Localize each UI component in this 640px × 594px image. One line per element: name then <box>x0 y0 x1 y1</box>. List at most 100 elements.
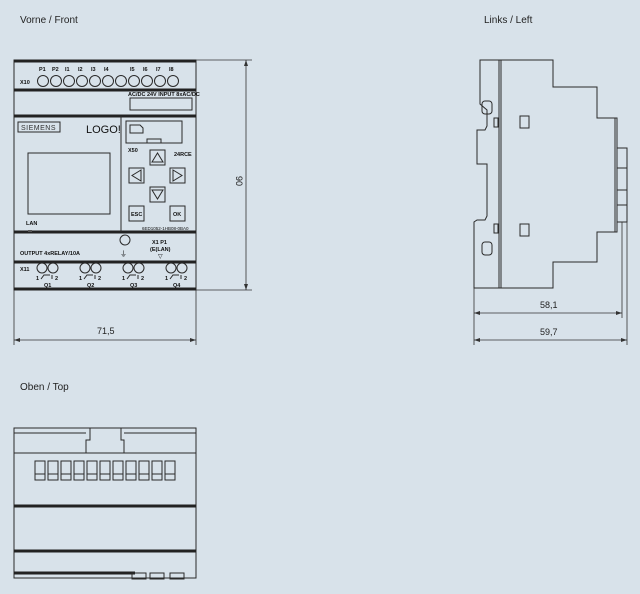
relay-contact-icon <box>169 274 182 280</box>
output-label: Q1 <box>44 283 51 289</box>
input-terminal-label: I6 <box>143 67 148 73</box>
input-terminal-screw <box>50 75 62 87</box>
order-number: 6ED1052-1HB08-0BA0 <box>142 226 189 231</box>
output-terminal-screw <box>133 262 145 274</box>
front-view-title: Vorne / Front <box>20 15 78 26</box>
output-label: Q2 <box>87 283 94 289</box>
terminal-opening <box>112 460 124 481</box>
down-arrow-icon <box>151 189 164 200</box>
input-terminal-label: I5 <box>130 67 135 73</box>
input-terminal-screw <box>63 75 75 87</box>
height-dimension: 90 <box>196 59 252 291</box>
terminal-opening <box>73 460 85 481</box>
terminal-opening <box>34 460 46 481</box>
input-terminal-screw <box>141 75 153 87</box>
lan-led <box>28 230 32 232</box>
relay-pin-1: 1 <box>165 276 168 282</box>
top-view-title: Oben / Top <box>20 382 69 393</box>
esc-label: ESC <box>131 212 142 218</box>
output-terminal-screw <box>79 262 91 274</box>
x10-label: X10 <box>20 80 30 86</box>
lan-label: LAN <box>26 221 37 227</box>
input-terminal-screw <box>37 75 49 87</box>
depth-total-value: 59,7 <box>540 327 558 337</box>
terminal-opening <box>138 460 150 481</box>
top-view <box>13 427 197 580</box>
right-arrow-icon <box>172 169 183 182</box>
x11-label: X11 <box>20 267 29 273</box>
up-button[interactable] <box>149 149 166 166</box>
input-terminal-screw <box>128 75 140 87</box>
input-terminal-screw <box>102 75 114 87</box>
output-rating: OUTPUT 4xRELAY/10A <box>20 251 80 257</box>
right-button[interactable] <box>169 167 186 184</box>
relay-pin-1: 1 <box>122 276 125 282</box>
input-terminal-screw <box>89 75 101 87</box>
input-terminal-label: I4 <box>104 67 110 73</box>
input-terminal-screw <box>167 75 179 87</box>
left-button[interactable] <box>128 167 145 184</box>
terminal-opening <box>86 460 98 481</box>
input-rating: AC/DC 24V INPUT 8xAC/DC <box>128 92 200 98</box>
left-view-title: Links / Left <box>484 15 533 26</box>
up-arrow-icon <box>151 152 164 163</box>
input-terminal-label: I1 <box>65 67 70 73</box>
product-name: LOGO! <box>86 124 121 136</box>
ground-icon: ⏚ <box>120 250 127 258</box>
output-terminal-screw <box>47 262 59 274</box>
lan-port-label: X1 P1 <box>152 240 167 246</box>
label-window <box>129 97 193 111</box>
relay-contact-icon <box>126 274 139 280</box>
output-terminal-screw <box>122 262 134 274</box>
display-screen <box>27 152 111 215</box>
relay-pin-1: 1 <box>79 276 82 282</box>
triangle-icon: ▽ <box>158 254 163 260</box>
width-dimension: 71,5 <box>13 290 197 345</box>
card-icon <box>129 124 144 134</box>
x50-label: X50 <box>128 148 138 154</box>
down-button[interactable] <box>149 186 166 203</box>
terminal-opening <box>125 460 137 481</box>
relay-pin-2: 2 <box>55 276 58 282</box>
terminal-opening <box>47 460 59 481</box>
lan-port-indicator <box>119 234 131 246</box>
terminal-opening <box>164 460 176 481</box>
front-view: X10 P1 P2 I1 I2 I3 I4 I5 I6 I7 I8 AC/DC 24V INPUT… <box>13 59 200 291</box>
input-terminal-screw <box>115 75 127 87</box>
width-value: 71,5 <box>97 326 115 336</box>
relay-pin-2: 2 <box>141 276 144 282</box>
input-terminal-label: P2 <box>52 67 59 73</box>
output-terminal-screw <box>165 262 177 274</box>
lan-port-sublabel: (E(LAN) <box>150 247 171 253</box>
input-terminal-label: I2 <box>78 67 83 73</box>
sd-card-slot <box>125 120 183 144</box>
variant-label: 24RCE <box>174 152 192 158</box>
terminal-opening <box>60 460 72 481</box>
relay-contact-icon <box>83 274 96 280</box>
input-terminal-label: I8 <box>169 67 174 73</box>
relay-pin-1: 1 <box>36 276 39 282</box>
output-label: Q3 <box>130 283 137 289</box>
input-terminal-screw <box>76 75 88 87</box>
relay-pin-2: 2 <box>98 276 101 282</box>
input-terminal-screw <box>154 75 166 87</box>
side-view <box>473 59 628 289</box>
siemens-logo <box>17 121 61 133</box>
input-terminal-label: I3 <box>91 67 96 73</box>
output-terminal-screw <box>90 262 102 274</box>
input-terminal-label: P1 <box>39 67 46 73</box>
output-label: Q4 <box>173 283 181 289</box>
ok-label: OK <box>173 212 181 218</box>
esc-button[interactable] <box>128 205 145 222</box>
terminal-opening <box>151 460 163 481</box>
left-arrow-icon <box>131 169 142 182</box>
ok-button[interactable] <box>169 205 186 222</box>
terminal-opening <box>99 460 111 481</box>
brand-text: SIEMENS <box>21 125 56 132</box>
relay-pin-2: 2 <box>184 276 187 282</box>
height-value: 90 <box>234 176 244 186</box>
depth-body-value: 58,1 <box>540 300 558 310</box>
input-terminal-label: I7 <box>156 67 161 73</box>
relay-contact-icon <box>40 274 53 280</box>
